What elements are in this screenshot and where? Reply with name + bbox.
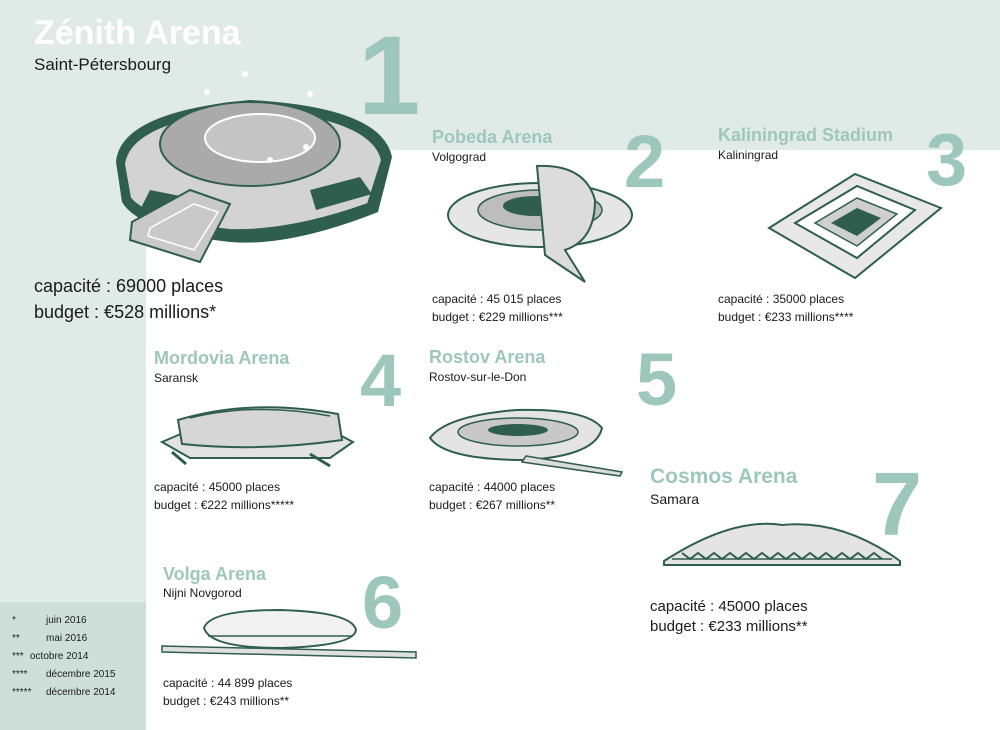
stadium-capacity: capacité : 45 015 places bbox=[432, 292, 562, 306]
stadium-number: 6 bbox=[362, 561, 404, 644]
stadium-illustration bbox=[161, 608, 417, 659]
stadium-city: Samara bbox=[650, 491, 700, 507]
stadium-capacity: capacité : 44000 places bbox=[429, 480, 556, 494]
stadium-name: Cosmos Arena bbox=[650, 465, 798, 488]
stadium-capacity: capacité : 45000 places bbox=[650, 598, 808, 615]
stadium-city: Saransk bbox=[154, 371, 199, 385]
footnote: ** mai 2016 bbox=[12, 630, 144, 648]
footnote-mark: * bbox=[12, 615, 16, 626]
footnote: *** octobre 2014 bbox=[12, 648, 144, 666]
footnote-text: décembre 2015 bbox=[46, 669, 116, 680]
footnote: ***** décembre 2014 bbox=[12, 684, 144, 702]
footnotes: * juin 2016 ** mai 2016 *** octobre 2014… bbox=[12, 612, 144, 702]
footnote: **** décembre 2015 bbox=[12, 666, 144, 684]
stadium-name: Kaliningrad Stadium bbox=[718, 125, 894, 145]
footnote-mark: ** bbox=[12, 633, 20, 644]
footnote-text: juin 2016 bbox=[46, 615, 87, 626]
stadium-budget: budget : €528 millions* bbox=[34, 302, 217, 322]
footnote: * juin 2016 bbox=[12, 612, 144, 630]
stadium-capacity: capacité : 35000 places bbox=[718, 292, 845, 306]
stadium-budget: budget : €233 millions** bbox=[650, 618, 808, 635]
stadium-budget: budget : €222 millions***** bbox=[154, 498, 295, 512]
stadium-number: 4 bbox=[360, 339, 402, 422]
stadium-city: Nijni Novgorod bbox=[163, 586, 242, 600]
stadium-illustration bbox=[116, 71, 392, 264]
stadium-name: Volga Arena bbox=[163, 564, 267, 584]
footnote-mark: ***** bbox=[12, 687, 32, 698]
stadium-budget: budget : €243 millions** bbox=[163, 694, 290, 708]
stadium-number: 2 bbox=[624, 120, 666, 203]
footnote-text: mai 2016 bbox=[46, 633, 88, 644]
stadium-illustration bbox=[428, 408, 624, 477]
stadium-illustration bbox=[159, 406, 355, 468]
stadium-illustration bbox=[767, 172, 943, 280]
stadium-number: 7 bbox=[872, 455, 923, 555]
stadium-capacity: capacité : 45000 places bbox=[154, 480, 281, 494]
stadium-budget: budget : €233 millions**** bbox=[718, 310, 854, 324]
stadium-name: Zénith Arena bbox=[34, 14, 241, 52]
footnote-text: décembre 2014 bbox=[46, 687, 116, 698]
footnote-mark: **** bbox=[12, 669, 28, 680]
stadium-budget: budget : €267 millions** bbox=[429, 498, 556, 512]
stadium-number: 1 bbox=[358, 13, 421, 138]
stadium-name: Pobeda Arena bbox=[432, 127, 553, 147]
footnote-mark: *** bbox=[12, 651, 24, 662]
stadium-capacity: capacité : 69000 places bbox=[34, 276, 224, 296]
stadium-number: 3 bbox=[926, 118, 968, 201]
stadium-city: Volgograd bbox=[432, 150, 487, 164]
stadium-budget: budget : €229 millions*** bbox=[432, 310, 563, 324]
stadium-city: Rostov-sur-le-Don bbox=[429, 370, 527, 384]
stadium-illustration bbox=[447, 164, 633, 283]
footnote-text: octobre 2014 bbox=[30, 651, 89, 662]
stadium-city: Saint-Pétersbourg bbox=[34, 55, 172, 74]
stadium-name: Rostov Arena bbox=[429, 347, 546, 367]
stadium-name: Mordovia Arena bbox=[154, 348, 290, 368]
stadium-city: Kaliningrad bbox=[718, 148, 779, 162]
stadium-illustration bbox=[663, 522, 901, 566]
stadium-number: 5 bbox=[636, 338, 678, 421]
stadium-capacity: capacité : 44 899 places bbox=[163, 676, 293, 690]
footnote-panel bbox=[0, 602, 146, 730]
